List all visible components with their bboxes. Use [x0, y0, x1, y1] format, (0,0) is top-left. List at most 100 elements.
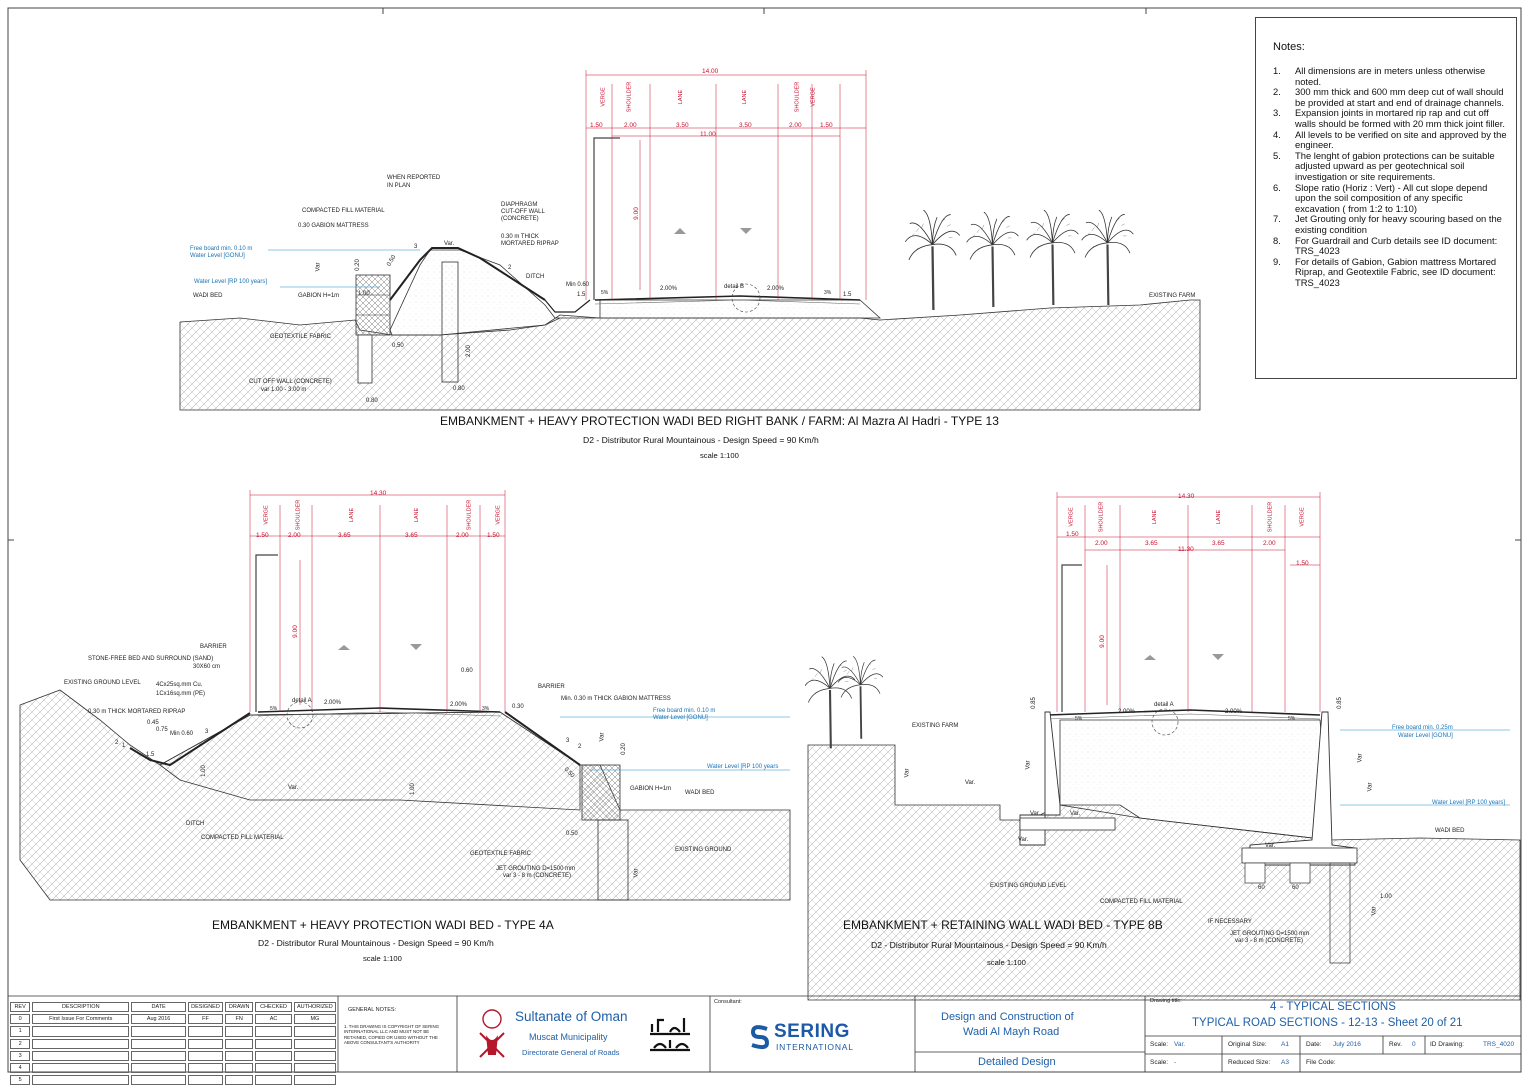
drawing-label: REV — [10, 1002, 31, 1013]
drawing-label: SHOULDER — [1098, 501, 1105, 533]
drawing-label: 0.45 — [147, 720, 159, 726]
drawing-label: 5% — [601, 290, 609, 296]
drawing-label: Free board min. 0.25m — [1392, 725, 1453, 731]
client-sub2: Directorate General of Roads — [522, 1048, 620, 1057]
section-13-scale: scale 1:100 — [700, 451, 739, 460]
drawing-label: COMPACTED FILL MATERIAL — [201, 835, 284, 841]
note-item: 3.Expansion joints in mortared rip rap a… — [1273, 108, 1509, 129]
drawing-title-label: Drawing title: — [1150, 998, 1182, 1004]
zone-label: SHOULDER — [626, 81, 633, 113]
drawing-label: WADI BED — [193, 293, 223, 299]
section-8b-title: EMBANKMENT + RETAINING WALL WADI BED - T… — [843, 918, 1163, 932]
drawing-label: 2 — [508, 265, 512, 271]
drawing-label: VERGE — [1299, 507, 1306, 527]
drawing-label: AUTHORIZED — [293, 1002, 336, 1013]
section-type-4a — [19, 490, 791, 901]
drawing-label: 3.65 — [1212, 540, 1225, 547]
zone-label: VERGE — [600, 87, 607, 107]
drawing-label: Jet Grouting only for heavy scouring bas… — [1295, 213, 1502, 235]
drawing-label: SHOULDER — [295, 499, 302, 531]
drawing-label: detail A — [1154, 702, 1174, 708]
drawing-label: VERGE — [263, 505, 270, 525]
project-line2: Wadi Al Mayh Road — [963, 1026, 1060, 1038]
drawing-label: DESCRIPTION — [32, 1002, 130, 1013]
drawing-label: 2.00 — [1095, 540, 1108, 547]
drawing-label: DRAWN — [225, 1002, 254, 1013]
consultant-sub: INTERNATIONAL — [776, 1042, 854, 1052]
drawing-label: 0.30 m THICK MORTARED RIPRAP — [88, 709, 186, 715]
dim: 1.50 — [820, 122, 833, 129]
dim: 3.50 — [739, 122, 752, 129]
note-item: 2.300 mm thick and 600 mm deep cut of wa… — [1273, 86, 1509, 108]
section-8b-scale: scale 1:100 — [987, 958, 1026, 967]
drawing-label: Free board min. 0.10 m — [190, 246, 253, 252]
drawing-label: 0.30 GABION MATTRESS — [298, 223, 369, 229]
drawing-label: 0.75 — [156, 727, 168, 733]
drawing-label: 14.30 — [1178, 493, 1195, 500]
drawing-label: FN — [225, 1014, 254, 1025]
drawing-label: 3. — [1273, 107, 1281, 119]
drawing-label: 3 — [205, 729, 209, 735]
zone-label: LANE — [742, 89, 749, 105]
drawing-label: Rev. — [1389, 1041, 1402, 1048]
drawing-label: GEOTEXTILE FABRIC — [470, 851, 532, 857]
dim: 2.00 — [789, 122, 802, 129]
drawing-label: CHECKED — [255, 1002, 292, 1013]
drawing-label: Min 0.60 — [566, 282, 590, 288]
total-width: 14.00 — [702, 68, 719, 75]
drawing-label: 7. — [1273, 213, 1281, 225]
drawing-label: IF NECESSARY — [1208, 919, 1252, 925]
drawing-label: EXISTING GROUND LEVEL — [64, 680, 141, 686]
sering-logo-icon — [750, 1025, 770, 1050]
drawing-label: JET GROUTING D=1500 mm — [496, 866, 576, 872]
drawing-label: DIAPHRAGM — [501, 202, 538, 208]
drawing-label: 0 — [10, 1014, 31, 1025]
drawing-label: Var — [599, 732, 606, 742]
drawing-label: 2 — [578, 744, 582, 750]
drawing-label: Date: — [1306, 1041, 1322, 1048]
drawing-label: Min 0.60 — [170, 731, 194, 737]
oman-emblem-icon — [479, 1009, 505, 1058]
drawing-label: Var — [315, 262, 322, 272]
drawing-label: detail B — [724, 284, 745, 290]
drawing-label: 0 — [1412, 1041, 1416, 1048]
drawing-label: File Code: — [1306, 1059, 1336, 1066]
drawing-label: 9. — [1273, 255, 1281, 267]
drawing-label: 1 — [10, 1026, 31, 1037]
note-item: 8.For Guardrail and Curb details see ID … — [1273, 234, 1509, 257]
section-type-8b — [805, 492, 1521, 1001]
project-line1: Design and Construction of — [941, 1011, 1074, 1023]
client-name: Sultanate of Oman — [515, 1009, 628, 1024]
drawing-label: 8. — [1273, 234, 1281, 246]
drawing-label: Water Level [RP 100 years — [707, 764, 779, 770]
drawing-label: 60 — [1292, 885, 1299, 891]
drawing-label: 5% — [270, 706, 278, 712]
drawing-label: 4 — [10, 1062, 31, 1074]
drawing-label: 0.20 — [620, 743, 627, 755]
arabic-logo-icon — [650, 1018, 690, 1052]
drawing-label: 2.00 — [465, 345, 472, 357]
drawing-label: Water Level [GONU] — [653, 715, 708, 721]
drawing-label: 1.5 — [843, 292, 852, 298]
section-8b-subtitle: D2 - Distributor Rural Mountainous - Des… — [871, 940, 1107, 950]
drawing-label: Var. — [1030, 811, 1041, 817]
drawing-title-2: TYPICAL ROAD SECTIONS - 12-13 - Sheet 20… — [1192, 1017, 1463, 1029]
drawing-label: var 3 - 8 m (CONCRETE) — [1235, 938, 1304, 944]
drawing-label: LANE — [1216, 509, 1223, 525]
drawing-label: Var. — [1070, 811, 1081, 817]
zone-label: VERGE — [810, 87, 817, 107]
drawing-label: 1.00 — [358, 291, 370, 297]
drawing-label: 1.50 — [487, 532, 500, 539]
drawing-label: 1.50 — [1296, 560, 1309, 567]
drawing-label: A3 — [1281, 1059, 1289, 1066]
drawing-label: var 3 - 8 m (CONCRETE) — [503, 873, 572, 879]
drawing-label: 30X60 cm — [193, 664, 221, 670]
drawing-label: FF — [187, 1014, 224, 1025]
drawing-label: ID Drawing: — [1430, 1041, 1464, 1048]
drawing-label: Var — [1025, 760, 1032, 770]
drawing-label: First Issue For Comments — [32, 1014, 130, 1025]
notes-panel: Notes: 1.All dimensions are in meters un… — [1255, 17, 1517, 379]
pole-height: 9.00 — [632, 207, 640, 220]
zone-label: LANE — [678, 89, 685, 105]
drawing-label: 1.50 — [1066, 531, 1079, 538]
